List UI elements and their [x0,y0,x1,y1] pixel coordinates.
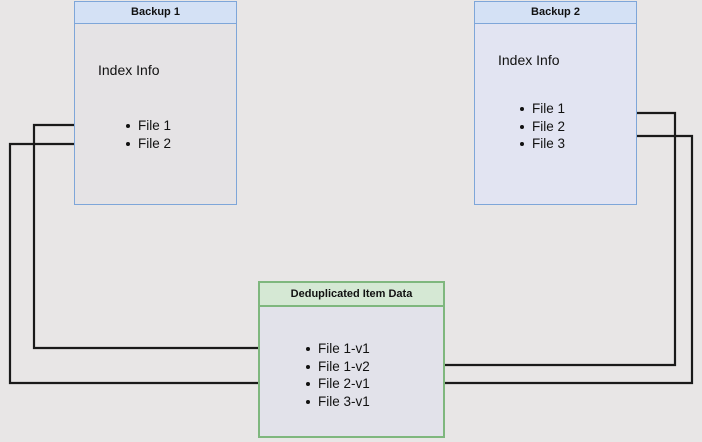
list-item: File 3-v1 [304,393,370,411]
list-item: File 3 [518,135,565,153]
deduplicated-file-list: File 1-v1 File 1-v2 File 2-v1 File 3-v1 [304,340,370,410]
backup-1-box: Backup 1 [74,1,237,205]
list-item: File 1 [518,100,565,118]
backup-2-title: Backup 2 [475,2,636,24]
list-item: File 2-v1 [304,375,370,393]
backup-1-file-list: File 1 File 2 [124,117,171,152]
list-item: File 1-v2 [304,358,370,376]
backup-2-index-info-label: Index Info [498,52,560,68]
backup-2-file-list: File 1 File 2 File 3 [518,100,565,153]
list-item: File 1-v1 [304,340,370,358]
list-item: File 2 [518,118,565,136]
deduplicated-item-data-box: Deduplicated Item Data [258,281,445,438]
backup-2-box: Backup 2 [474,1,637,205]
backup-1-title: Backup 1 [75,2,236,24]
list-item: File 2 [124,135,171,153]
deduplicated-item-data-title: Deduplicated Item Data [260,283,443,307]
backup-1-index-info-label: Index Info [98,62,160,78]
list-item: File 1 [124,117,171,135]
